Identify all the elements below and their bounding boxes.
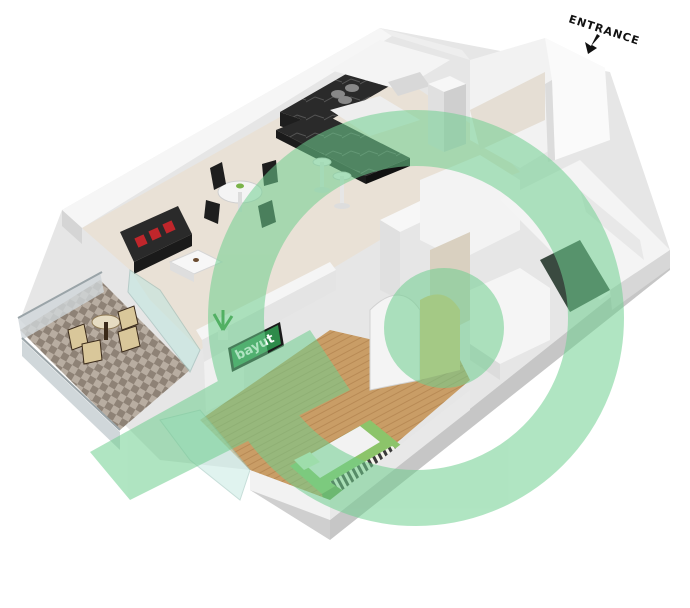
entrance-label: ENTRANCE [567,12,641,47]
balcony [17,271,190,450]
sofa [120,206,192,274]
entrance-arrow-icon [585,34,600,54]
bayut-logo-watermark-icon [90,110,624,526]
living-back-wall [62,28,470,244]
cooktop [331,84,359,104]
coffee-table [168,249,224,282]
glass-sliding-door [127,269,201,373]
entrance-marker: ENTRANCE [567,12,641,54]
